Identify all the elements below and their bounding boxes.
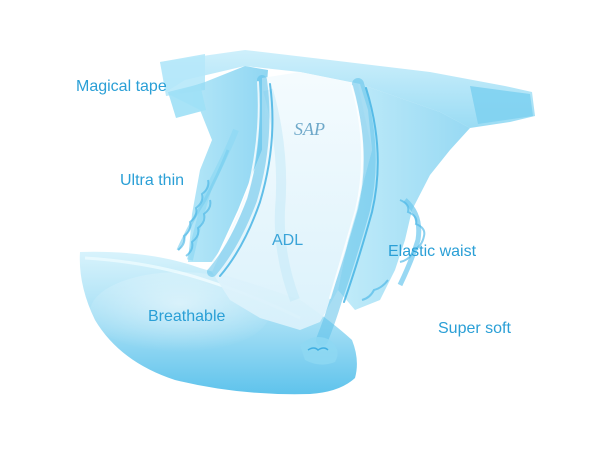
right-leg-cuff (316, 78, 379, 346)
label-elastic-waist: Elastic waist (388, 243, 477, 260)
magical-tape-icon (168, 84, 206, 118)
label-adl: ADL (272, 232, 304, 249)
left-leg-cuff (207, 75, 274, 277)
label-super-soft: Super soft (438, 320, 511, 337)
label-magical-tape: Magical tape (76, 78, 167, 95)
right-ruffles (361, 199, 426, 301)
label-breathable: Breathable (148, 308, 226, 325)
label-sap: SAP (294, 119, 325, 139)
tape-band (160, 50, 535, 128)
right-side-panel (338, 84, 470, 310)
absorbent-core (212, 72, 372, 330)
crotch-seam (300, 336, 338, 365)
label-ultra-thin: Ultra thin (120, 172, 185, 189)
left-ruffles (177, 179, 212, 257)
